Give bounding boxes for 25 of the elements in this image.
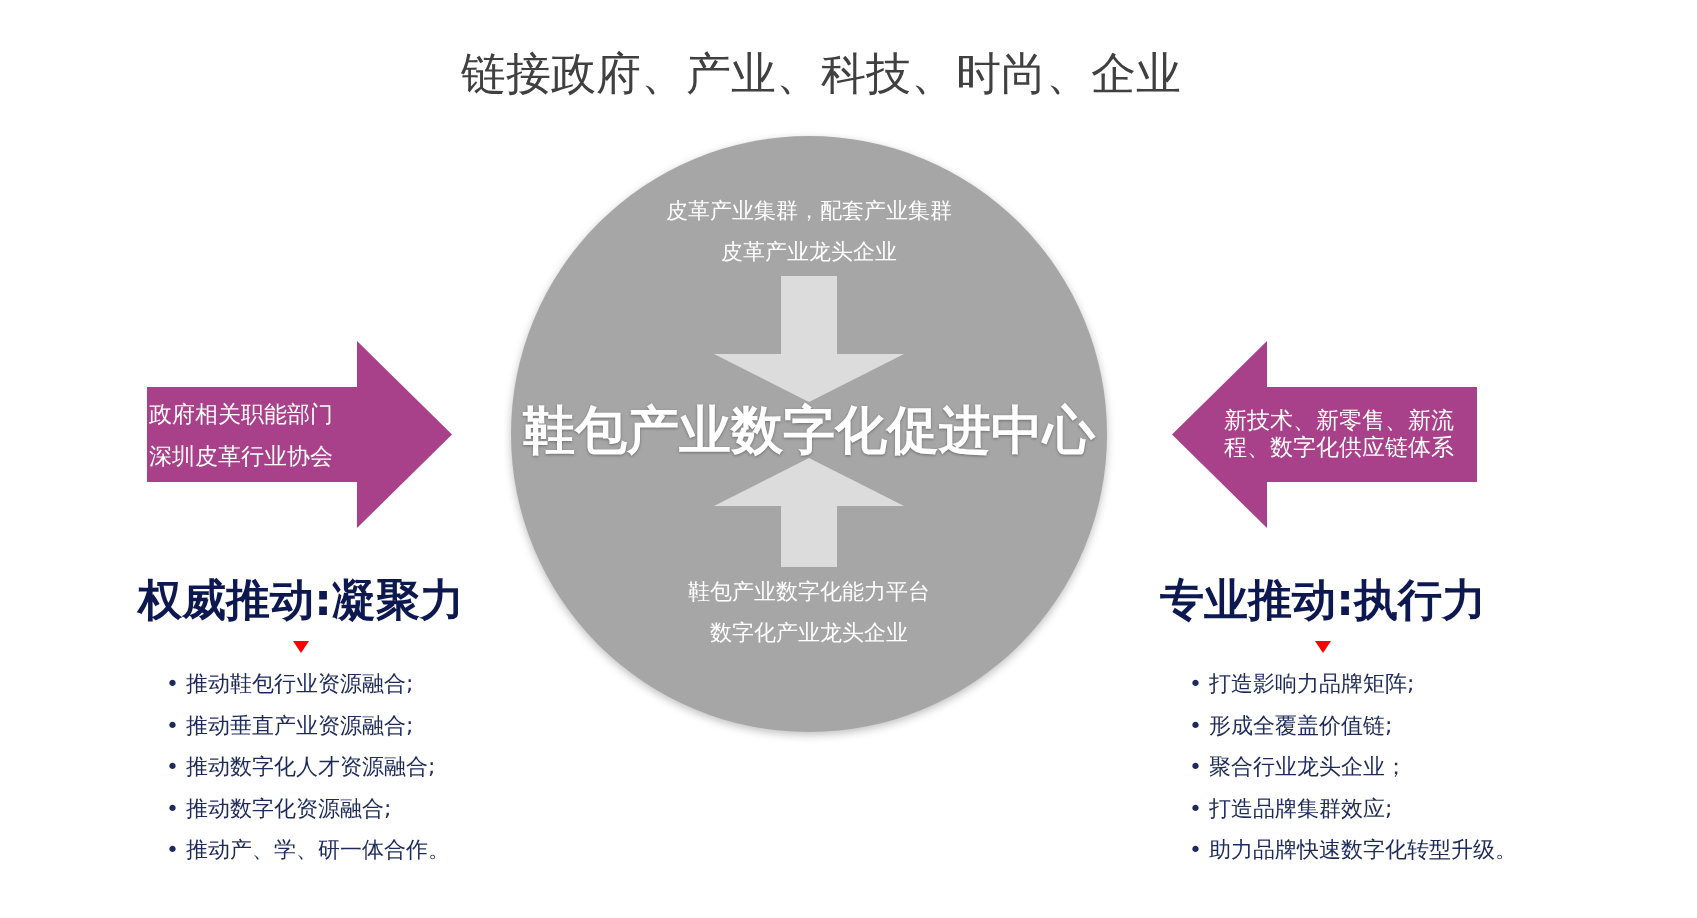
bullet-item: • 推动垂直产业资源融合; xyxy=(166,712,414,740)
bullet-item: • 推动鞋包行业资源融合; xyxy=(166,670,414,698)
arrow-text: 新技术、新零售、新流程、数字化供应链体系 xyxy=(1224,407,1455,461)
bullet-item: • 聚合行业龙头企业； xyxy=(1189,753,1407,781)
arrow-text: 政府相关职能部门 xyxy=(149,400,334,429)
bullet-item: • 推动产、学、研一体合作。 xyxy=(166,836,450,864)
circle-text: 皮革产业集群，配套产业集群 xyxy=(666,197,952,225)
center-title: 鞋包产业数字化促进中心 xyxy=(523,402,1095,458)
circle-text: 数字化产业龙头企业 xyxy=(709,619,909,647)
bullet-item: • 打造品牌集群效应; xyxy=(1189,795,1393,823)
circle-text: 鞋包产业数字化能力平台 xyxy=(688,578,930,606)
bullet-item: • 推动数字化人才资源融合; xyxy=(166,753,436,781)
arrow-shape xyxy=(147,341,452,528)
heading: 权威推动:凝聚力 xyxy=(138,574,464,626)
title: 链接政府、产业、科技、时尚、企业 xyxy=(461,47,1181,101)
arrow-shape xyxy=(1172,341,1477,528)
block-arrow xyxy=(714,458,904,567)
arrow-text: 深圳皮革行业协会 xyxy=(149,442,334,471)
block-arrow xyxy=(714,276,904,402)
bullet-item: • 助力品牌快速数字化转型升级。 xyxy=(1189,836,1517,864)
bullet-item: • 形成全覆盖价值链; xyxy=(1189,712,1393,740)
circle-text: 皮革产业龙头企业 xyxy=(720,238,898,266)
bullet-item: • 打造影响力品牌矩阵; xyxy=(1189,670,1415,698)
heading: 专业推动:执行力 xyxy=(1160,574,1486,626)
bullet-item: • 推动数字化资源融合; xyxy=(166,795,392,823)
